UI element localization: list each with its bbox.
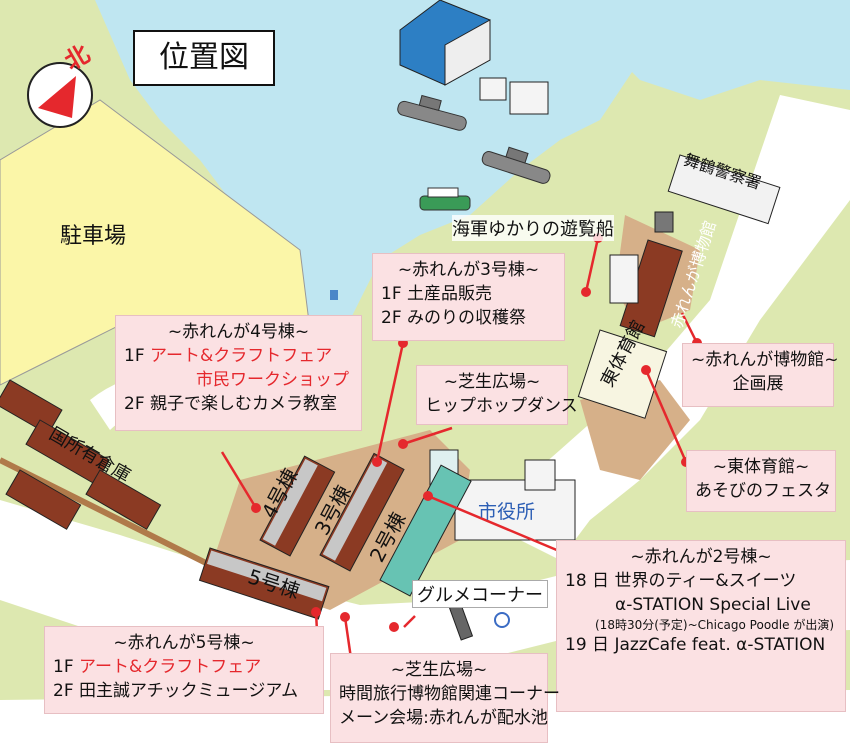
parking-label: 駐車場 — [60, 224, 127, 249]
callout-line: あそびのフェスタ — [695, 481, 831, 501]
ship-icon — [481, 146, 551, 184]
callout-prefix: 1F — [53, 657, 79, 677]
city-hall-label: 市役所 — [478, 501, 536, 523]
art-craft-fair: アート&クラフトフェア — [79, 657, 262, 677]
police-station-icon — [667, 154, 781, 225]
callout-note: (18時30分(予定)~Chicago Poodle が出演) — [595, 618, 835, 632]
boat-label: 海軍ゆかりの遊覧船 — [452, 215, 614, 241]
building-3-callout: ~赤れんが3号棟~ 1F 土産品販売 2F みのりの収穫祭 — [372, 253, 565, 341]
citizen-workshop: 市民ワークショップ — [196, 370, 349, 390]
callout-title: ~赤れんが5号棟~ — [113, 633, 255, 653]
callout-line: メーン会場:赤れんが配水池 — [339, 708, 548, 728]
callout-line: 2F みのりの収穫祭 — [381, 308, 526, 328]
callout-title: ~赤れんが4号棟~ — [167, 322, 310, 342]
callout-title: ~芝生広場~ — [390, 660, 488, 680]
callout-line: α-STATION Special Live — [615, 595, 811, 615]
callout-line: 19 日 JazzCafe feat. α-STATION — [565, 635, 826, 655]
callout-prefix: 1F — [124, 346, 150, 366]
gym-building-icon — [577, 329, 668, 419]
tour-boat-icon — [419, 187, 471, 211]
callout-line: ヒップホップダンス — [425, 396, 578, 416]
lawn-2-callout: ~芝生広場~ 時間旅行博物館関連コーナー メーン会場:赤れんが配水池 — [330, 653, 560, 743]
art-craft-fair: アート&クラフトフェア — [150, 346, 333, 366]
warehouse-building-icon — [399, 0, 491, 86]
callout-line: 1F 土産品販売 — [381, 284, 492, 304]
building-2-callout: ~赤れんが2号棟~ 18 日 世界のティー&スイーツ α-STATION Spe… — [556, 540, 846, 712]
map-title: 位置図 — [133, 30, 275, 86]
fountain-icon — [494, 612, 510, 628]
building-5-callout: ~赤れんが5号棟~ 1F アート&クラフトフェア 2F 田主誠アチックミュージア… — [44, 626, 324, 714]
callout-title: ~赤れんが博物館~ — [691, 350, 839, 370]
callout-title: ~赤れんが3号棟~ — [397, 260, 540, 280]
building-4-callout: ~赤れんが4号棟~ 1F アート&クラフトフェア 市民ワークショップ 2F 親子… — [115, 315, 362, 431]
city-hall-building-icon — [429, 449, 576, 541]
lawn-callout: ~芝生広場~ ヒップホップダンス — [416, 365, 578, 425]
callout-line: 企画展 — [732, 374, 784, 394]
callout-line: 18 日 世界のティー&スイーツ — [565, 571, 797, 591]
gourmet-label: グルメコーナー — [412, 580, 548, 608]
callout-title: ~赤れんが2号棟~ — [630, 547, 772, 567]
building-3-icon — [319, 452, 405, 572]
callout-line: 2F 田主誠アチックミュージアム — [53, 681, 299, 701]
callout-title: ~芝生広場~ — [443, 372, 541, 392]
museum-callout: ~赤れんが博物館~ 企画展 — [682, 343, 839, 407]
callout-line: 時間旅行博物館関連コーナー — [339, 684, 560, 704]
building-2-icon — [379, 464, 472, 597]
north-arrow-icon — [27, 62, 93, 128]
ship-icon — [397, 94, 467, 131]
callout-title: ~東体育館~ — [712, 457, 810, 477]
gym-callout: ~東体育館~ あそびのフェスタ — [686, 450, 836, 512]
building-4-icon — [259, 455, 336, 557]
building-5-icon — [198, 547, 330, 620]
callout-line: 2F 親子で楽しむカメラ教室 — [124, 394, 337, 414]
